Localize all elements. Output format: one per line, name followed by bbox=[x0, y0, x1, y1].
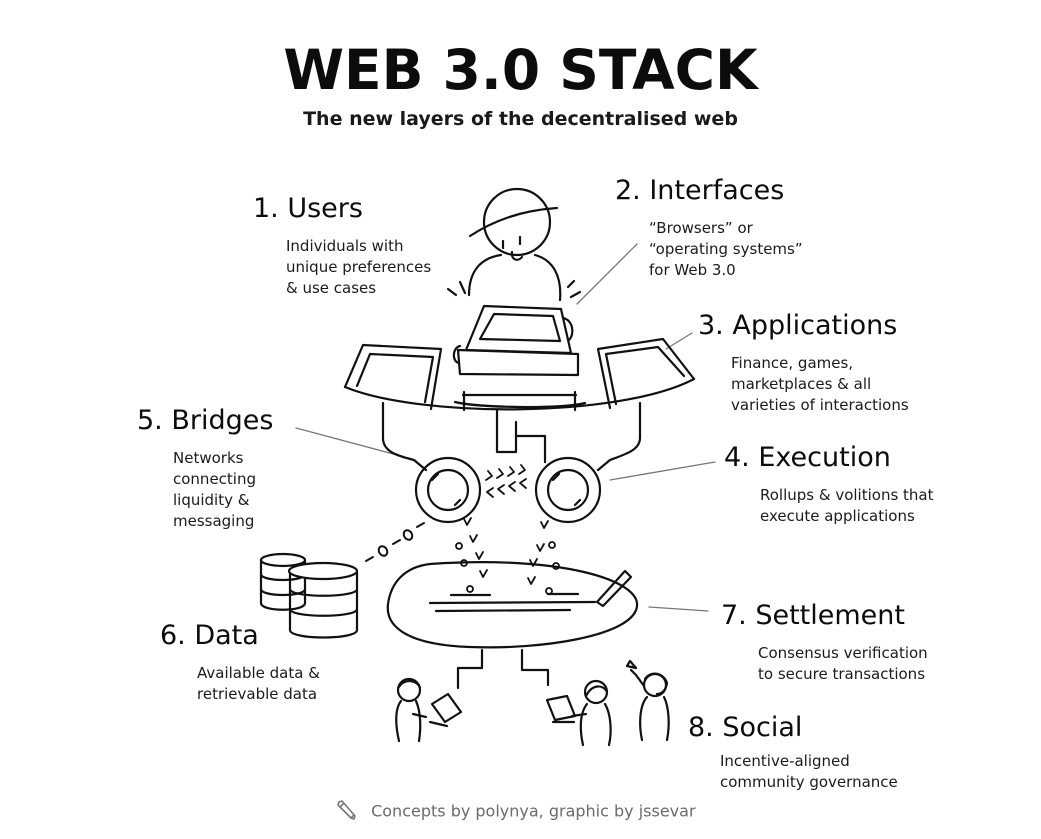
description-line: community governance bbox=[720, 773, 898, 791]
layer-heading: 4. Execution bbox=[724, 442, 891, 473]
social-figures bbox=[396, 661, 668, 745]
description-line: “operating systems” bbox=[649, 240, 803, 258]
data-bits bbox=[456, 518, 559, 594]
description-line: unique preferences bbox=[286, 258, 432, 276]
layer-social: 8. Social Incentive-aligned community go… bbox=[688, 712, 898, 793]
description-line: Finance, games, bbox=[731, 354, 854, 372]
layer-bridges: 5. Bridges Networks connecting liquidity… bbox=[137, 405, 273, 532]
credit-line: Concepts by polynya, graphic by jssevar bbox=[336, 799, 696, 825]
description-line: Networks bbox=[173, 449, 244, 467]
interface-device bbox=[454, 306, 578, 375]
layer-description: Available data & retrievable data bbox=[197, 663, 320, 705]
layer-description: “Browsers” or “operating systems” for We… bbox=[649, 218, 803, 281]
description-line: varieties of interactions bbox=[731, 396, 909, 414]
description-line: marketplaces & all bbox=[731, 375, 872, 393]
page-title: WEB 3.0 STACK bbox=[283, 38, 758, 102]
layer-heading: 6. Data bbox=[160, 620, 259, 651]
user-figure bbox=[448, 189, 580, 300]
description-line: connecting bbox=[173, 470, 256, 488]
description-line: for Web 3.0 bbox=[649, 261, 736, 279]
description-line: Rollups & volitions that bbox=[760, 486, 934, 504]
description-line: Consensus verification bbox=[758, 644, 928, 662]
description-line: liquidity & bbox=[173, 491, 250, 509]
layer-heading: 8. Social bbox=[688, 712, 803, 743]
layer-heading: 1. Users bbox=[253, 193, 363, 224]
execution-rings bbox=[383, 403, 640, 522]
layer-applications: 3. Applications Finance, games, marketpl… bbox=[698, 310, 909, 416]
layer-description: Consensus verification to secure transac… bbox=[758, 643, 928, 685]
layer-heading: 3. Applications bbox=[698, 310, 898, 341]
description-line: Available data & bbox=[197, 664, 320, 682]
applications-tray bbox=[345, 339, 694, 410]
description-line: Individuals with bbox=[286, 237, 404, 255]
bridge-arrows bbox=[486, 465, 526, 497]
settlement-tablet bbox=[388, 562, 637, 688]
layer-description: Incentive-aligned community governance bbox=[720, 751, 898, 793]
layer-heading: 2. Interfaces bbox=[615, 175, 785, 206]
layer-settlement: 7. Settlement Consensus verification to … bbox=[721, 600, 928, 685]
binary-stream bbox=[366, 523, 424, 561]
layer-data: 6. Data Available data & retrievable dat… bbox=[160, 620, 320, 705]
description-line: to secure transactions bbox=[758, 665, 926, 683]
layer-execution: 4. Execution Rollups & volitions that ex… bbox=[724, 442, 934, 527]
layer-heading: 7. Settlement bbox=[721, 600, 905, 631]
description-line: messaging bbox=[173, 512, 255, 530]
pencil-icon bbox=[336, 799, 358, 825]
layer-description: Rollups & volitions that execute applica… bbox=[760, 485, 934, 527]
pointer-lines bbox=[296, 244, 715, 611]
description-line: & use cases bbox=[286, 279, 377, 297]
credit-text: Concepts by polynya, graphic by jssevar bbox=[371, 801, 696, 821]
description-line: execute applications bbox=[760, 507, 915, 525]
page-subtitle: The new layers of the decentralised web bbox=[303, 108, 738, 130]
data-cylinders bbox=[261, 554, 357, 638]
description-line: retrievable data bbox=[197, 685, 318, 703]
layer-heading: 5. Bridges bbox=[137, 405, 274, 436]
layer-description: Finance, games, marketplaces & all varie… bbox=[731, 353, 909, 416]
layer-description: Networks connecting liquidity & messagin… bbox=[173, 448, 273, 532]
description-line: “Browsers” or bbox=[649, 219, 753, 237]
layer-description: Individuals with unique preferences & us… bbox=[286, 236, 431, 299]
layer-users: 1. Users Individuals with unique prefere… bbox=[253, 193, 431, 299]
layer-interfaces: 2. Interfaces “Browsers” or “operating s… bbox=[615, 175, 803, 281]
description-line: Incentive-aligned bbox=[720, 752, 850, 770]
